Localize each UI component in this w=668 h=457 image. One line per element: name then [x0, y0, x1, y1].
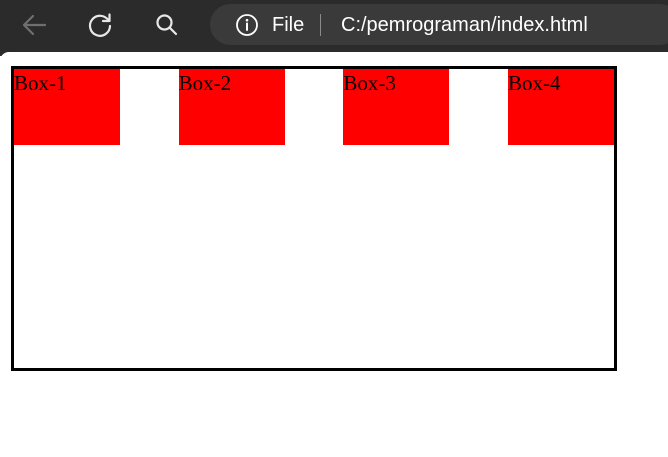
scheme-label[interactable]: File: [272, 14, 305, 36]
url-text[interactable]: C:/pemrograman/index.html: [341, 14, 588, 36]
address-divider: [320, 14, 321, 36]
box-3: Box-3: [343, 69, 450, 145]
reload-icon: [88, 13, 112, 37]
browser-toolbar: File C:/pemrograman/index.html: [0, 0, 668, 56]
box-2: Box-2: [178, 69, 285, 145]
search-button[interactable]: [149, 8, 185, 42]
address-bar[interactable]: File C:/pemrograman/index.html: [210, 4, 668, 45]
search-icon: [156, 14, 178, 36]
info-icon[interactable]: [235, 13, 259, 37]
reload-button[interactable]: [82, 8, 118, 42]
box-4: Box-4: [507, 69, 614, 145]
back-arrow-icon: [22, 14, 47, 36]
box-1: Box-1: [14, 69, 120, 145]
page-viewport: Box-1 Box-2 Box-3 Box-4: [0, 52, 668, 457]
box-container: Box-1 Box-2 Box-3 Box-4: [11, 66, 617, 371]
back-button[interactable]: [16, 8, 52, 42]
